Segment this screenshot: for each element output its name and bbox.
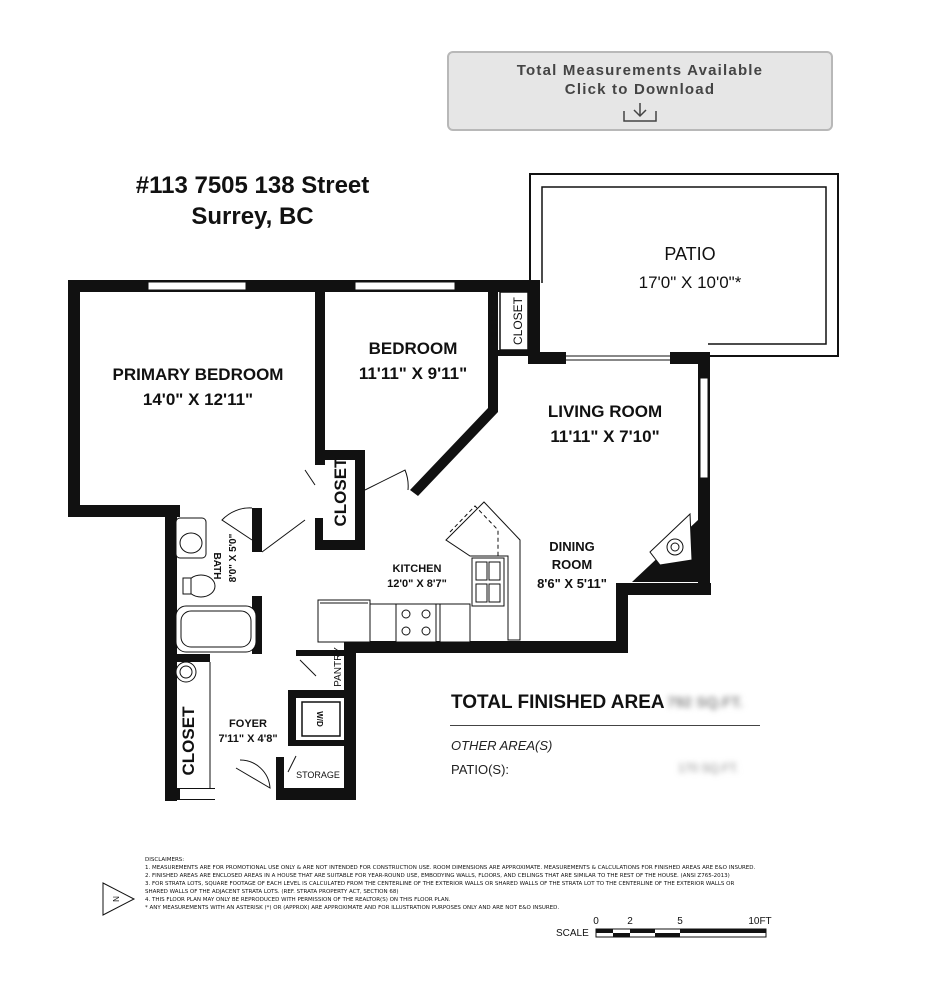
storage-label: STORAGE — [296, 770, 340, 780]
address-line-2: Surrey, BC — [191, 203, 314, 230]
interior-walls — [165, 285, 536, 797]
bath-name: BATH — [211, 552, 222, 579]
disclaimer-line: * ANY MEASUREMENTS WITH AN ASTERISK (*) … — [145, 905, 560, 911]
closet-foyer-label: CLOSET — [179, 706, 198, 776]
fireplace — [649, 512, 693, 566]
compass-label: N — [112, 896, 121, 902]
patio-dims: 17'0" X 10'0"* — [639, 273, 742, 292]
disclaimers: DISCLAIMERS: 1. MEASUREMENTS ARE FOR PRO… — [145, 856, 785, 912]
disclaimer-line: 3. FOR STRATA LOTS, SQUARE FOOTAGE OF EA… — [145, 881, 735, 887]
scale-bar: SCALE 0 2 5 10FT — [556, 916, 772, 939]
download-line-2: Click to Download — [564, 81, 716, 98]
pantry-label: PANTRY — [333, 647, 344, 687]
bedroom-dims: 11'11" X 9'11" — [359, 364, 467, 383]
living-room-name: LIVING ROOM — [548, 402, 662, 421]
disclaimer-line: DISCLAIMERS: — [145, 857, 185, 863]
dining-name-2: ROOM — [552, 557, 592, 572]
address-line-1: #113 7505 138 Street — [135, 172, 370, 199]
download-icon — [623, 103, 657, 122]
patio-area-value: 170 SQ.FT. — [678, 761, 739, 775]
disclaimer-line: 2. FINISHED AREAS ARE ENCLOSED AREAS IN … — [145, 873, 730, 879]
windows — [147, 281, 709, 799]
disclaimer-line: 1. MEASUREMENTS ARE FOR PROMOTIONAL USE … — [145, 865, 756, 871]
scale-tick-0: 0 — [593, 916, 599, 927]
other-areas-label: OTHER AREA(S) — [451, 738, 553, 753]
closet-top-box — [491, 291, 529, 351]
scale-tick-10: 10FT — [748, 916, 771, 927]
door-swings — [209, 469, 409, 789]
primary-bedroom-name: PRIMARY BEDROOM — [113, 365, 284, 384]
dining-name: DINING — [549, 539, 595, 554]
kitchen-dims: 12'0" X 8'7" — [387, 578, 447, 590]
disclaimer-line: SHARED WALLS OF THE ADJACENT STRATA LOTS… — [145, 889, 399, 895]
scale-tick-5: 5 — [677, 916, 683, 927]
kitchen-name: KITCHEN — [393, 563, 442, 575]
kitchen-fixtures — [317, 501, 521, 643]
exterior-walls — [68, 280, 711, 801]
living-room-dims: 11'11" X 7'10" — [550, 427, 659, 446]
disclaimer-line: 4. THIS FLOOR PLAN MAY ONLY BE REPRODUCE… — [145, 897, 451, 903]
patio-name: PATIO — [664, 244, 715, 264]
primary-bedroom-dims: 14'0" X 12'11" — [143, 390, 253, 409]
property-address: #113 7505 138 Street Surrey, BC — [95, 170, 410, 232]
patio-area-label: PATIO(S): — [451, 762, 510, 777]
bedroom-name: BEDROOM — [369, 339, 458, 358]
bath-dims: 8'0" X 5'0" — [228, 533, 239, 582]
closet-mid-label: CLOSET — [331, 457, 350, 527]
washer-dryer-label: W/D — [315, 711, 324, 727]
download-line-1: Total Measurements Available — [516, 62, 764, 79]
north-compass: N — [102, 882, 136, 916]
room-labels: PATIO 17'0" X 10'0"* BEDROOM 11'11" X 9'… — [113, 244, 742, 780]
scale-tick-2: 2 — [627, 916, 633, 927]
patio-outline — [529, 173, 839, 357]
foyer-dims: 7'11" X 4'8" — [218, 733, 277, 745]
dining-dims: 8'6" X 5'11" — [537, 576, 607, 591]
totals-divider — [450, 725, 760, 726]
download-measurements-button[interactable]: Total Measurements Available Click to Do… — [447, 51, 833, 131]
foyer-name: FOYER — [229, 718, 267, 730]
total-finished-area-value: 792 SQ.FT. — [667, 694, 743, 711]
washer-dryer-box — [301, 701, 341, 737]
total-finished-area-label: TOTAL FINISHED AREA — [451, 692, 665, 713]
bath-fixtures — [175, 517, 257, 683]
scale-label: SCALE — [556, 928, 589, 939]
closet-top-label: CLOSET — [511, 296, 525, 345]
